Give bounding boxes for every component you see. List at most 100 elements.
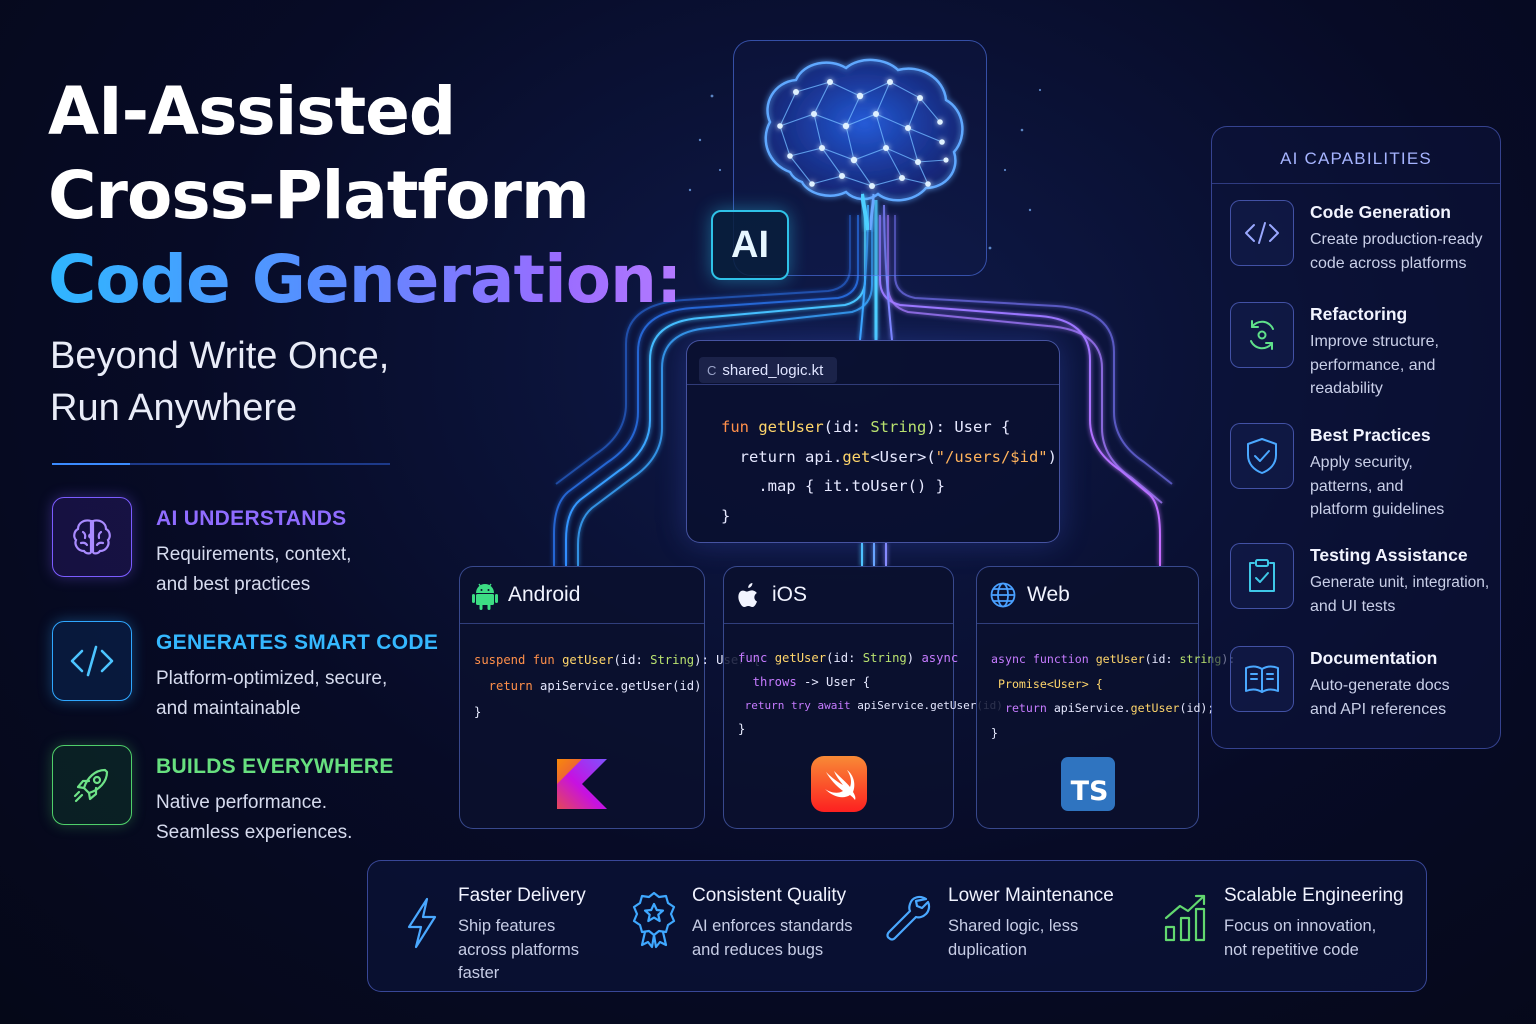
hero-title: AI-Assisted Cross-Platform Code Generati… <box>48 70 688 322</box>
swift-logo <box>810 756 867 812</box>
platform-name: iOS <box>772 583 808 606</box>
capability-desc-line: platform guidelines <box>1310 501 1445 518</box>
code-line: .map { it.toUser() } <box>721 477 945 495</box>
growth-chart-icon <box>1154 885 1218 949</box>
code-line: } <box>474 705 482 719</box>
pillar-desc-line: Native performance. <box>156 792 328 813</box>
subtitle-line-2: Run Anywhere <box>50 387 298 429</box>
pillar-description: Native performance. Seamless experiences… <box>156 788 456 848</box>
platform-card-ios[interactable]: iOS func getUser(id: String) async throw… <box>723 566 1003 829</box>
capabilities-heading: AI CAPABILITIES <box>1280 149 1432 168</box>
pillar-desc-line: Requirements, context, <box>156 544 352 565</box>
pillar-builds-everywhere: BUILDS EVERYWHERE Native performance. Se… <box>52 745 452 843</box>
capability-title: Documentation <box>1310 648 1438 668</box>
benefit-desc-line: across platforms <box>458 940 580 959</box>
capability-title: Refactoring <box>1310 304 1408 324</box>
code-line: return api.get<User>("/users/$id") <box>721 447 1057 466</box>
capability-description: Create production-ready code across plat… <box>1310 228 1500 275</box>
code-line: async function getUser(id: string): <box>991 652 1235 666</box>
capabilities-separator <box>1212 183 1500 184</box>
rocket-icon <box>52 745 132 825</box>
code-icon <box>52 621 132 701</box>
capability-description: Generate unit, integration, and UI tests <box>1310 571 1500 618</box>
platform-card-web[interactable]: Web async function getUser(id: string): … <box>976 566 1235 829</box>
capability-desc-line: and UI tests <box>1310 597 1396 615</box>
file-icon: C <box>707 362 717 378</box>
hero-subtitle: Beyond Write Once, Run Anywhere <box>50 330 389 434</box>
capability-desc-line: Improve structure, <box>1310 333 1439 350</box>
platform-header: Web <box>977 567 1198 623</box>
capability-desc-line: readability <box>1310 380 1383 397</box>
benefit-desc-line: Shared logic, less <box>948 917 1079 935</box>
benefit-description: Shared logic, less duplication <box>948 915 1118 962</box>
benefit-desc-line: and reduces bugs <box>692 940 824 959</box>
benefit-desc-line: Ship features <box>458 917 556 935</box>
code-line: return apiService.getUser(id) <box>474 679 702 693</box>
pillar-desc-line: Seamless experiences. <box>156 822 353 843</box>
file-tab[interactable]: C shared_logic.kt <box>699 357 838 383</box>
benefit-lower-maintenance: Lower Maintenance Shared logic, less dup… <box>876 861 1136 993</box>
title-divider <box>52 463 390 465</box>
pillar-desc-line: and maintainable <box>156 698 301 719</box>
typescript-logo: TS <box>1060 757 1115 811</box>
benefit-desc-line: AI enforces standards <box>692 917 853 935</box>
code-line: func getUser(id: String) async <box>738 651 959 665</box>
pillar-ai-understands: AI UNDERSTANDS Requirements, context, an… <box>52 497 452 595</box>
shared-code-block: fun getUser(id: String): User { return a… <box>721 413 1057 531</box>
benefit-consistent-quality: Consistent Quality AI enforces standards… <box>622 861 872 993</box>
platform-card-android[interactable]: Android suspend fun getUser(id: String):… <box>459 566 760 829</box>
code-line: } <box>721 506 731 525</box>
platform-separator <box>977 623 1198 624</box>
pillar-description: Requirements, context, and best practice… <box>156 540 456 600</box>
code-line: throws -> User { <box>738 674 871 689</box>
pillar-title: AI UNDERSTANDS <box>156 507 347 530</box>
apple-icon <box>738 583 757 607</box>
capability-desc-line: Apply security, <box>1310 454 1413 471</box>
code-icon <box>1230 200 1294 266</box>
shared-code-panel: C shared_logic.kt fun getUser(id: String… <box>686 340 1060 543</box>
benefit-title: Scalable Engineering <box>1224 885 1404 906</box>
wrench-icon <box>876 885 940 949</box>
benefit-scalable-engineering: Scalable Engineering Focus on innovation… <box>1154 861 1424 993</box>
capability-description: Apply security, patterns, and platform g… <box>1310 451 1500 522</box>
pillar-title: GENERATES SMART CODE <box>156 631 439 654</box>
code-line: } <box>991 725 998 740</box>
checklist-icon <box>1230 543 1294 609</box>
subtitle-line-1: Beyond Write Once, <box>50 335 390 377</box>
benefit-desc-line: faster <box>458 964 500 982</box>
ai-capabilities-panel: AI CAPABILITIES Code Generation Create p… <box>1211 126 1501 749</box>
capability-desc-line: patterns, and <box>1310 477 1404 495</box>
benefit-description: AI enforces standards and reduces bugs <box>692 915 872 962</box>
platform-separator <box>460 623 704 624</box>
platform-header: iOS <box>724 567 953 623</box>
benefit-title: Faster Delivery <box>458 885 586 906</box>
code-line: return try await apiService.getUser(id) <box>738 699 1003 712</box>
capability-desc-line: and API references <box>1310 700 1447 718</box>
benefit-desc-line: Focus on innovation, <box>1224 917 1377 935</box>
pillar-generates-smart-code: GENERATES SMART CODE Platform-optimized,… <box>52 621 452 719</box>
capability-desc-line: Generate unit, integration, <box>1310 574 1490 591</box>
typescript-logo-text: TS <box>1070 776 1109 807</box>
pillar-title: BUILDS EVERYWHERE <box>156 755 394 778</box>
pillar-description: Platform-optimized, secure, and maintain… <box>156 664 456 724</box>
benefit-title: Consistent Quality <box>692 885 847 906</box>
platform-separator <box>724 623 953 624</box>
benefit-desc-line: not repetitive code <box>1224 940 1359 959</box>
capability-title: Testing Assistance <box>1310 545 1468 565</box>
pillar-desc-line: and best practices <box>156 574 311 595</box>
capability-title: Code Generation <box>1310 202 1451 222</box>
code-line: } <box>738 721 746 736</box>
globe-icon <box>990 582 1016 608</box>
book-icon <box>1230 646 1294 712</box>
code-line: return apiService.getUser(id); <box>991 701 1215 715</box>
benefits-bar: Faster Delivery Ship features across pla… <box>367 860 1427 992</box>
kotlin-logo <box>557 759 607 809</box>
capability-desc-line: code across platforms <box>1310 254 1467 272</box>
brain-icon <box>52 497 132 577</box>
capability-description: Auto-generate docs and API references <box>1310 674 1500 721</box>
award-badge-icon <box>622 887 686 951</box>
benefit-description: Focus on innovation, not repetitive code <box>1224 915 1414 962</box>
benefit-description: Ship features across platforms faster <box>458 915 628 986</box>
capability-desc-line: Create production-ready <box>1310 231 1483 248</box>
benefit-title: Lower Maintenance <box>948 885 1114 906</box>
